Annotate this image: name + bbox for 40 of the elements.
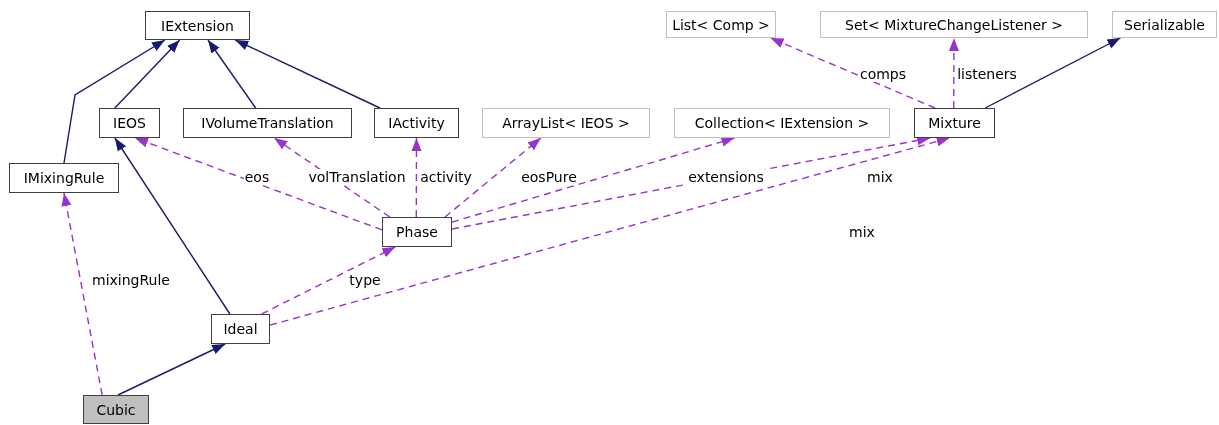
class-box: Mixture [914,108,995,138]
edge-label: eosPure [520,169,578,185]
arrow [234,39,381,109]
dashed-arrow [948,37,959,109]
arrow [114,137,231,315]
arrow [984,37,1122,109]
edge-label: type [348,272,382,288]
dashed-arrow [134,137,383,231]
edge-label: activity [419,169,473,185]
edge-label: mixingRule [91,272,171,288]
dashed-arrow [411,137,422,218]
class-box: IExtension [145,11,250,40]
highlighted-class-box: Cubic [83,395,149,424]
dashed-arrow [261,246,396,315]
dashed-arrow [444,137,542,218]
arrow [114,39,181,109]
dashed-arrow [451,136,736,223]
class-box: List< Comp > [666,11,776,38]
class-box: Ideal [211,314,270,344]
arrow [63,39,166,164]
edge-label: volTranslation [307,169,407,185]
class-box: IActivity [374,108,459,138]
arrow [207,39,257,109]
class-box: Phase [382,217,452,247]
edge-label: mix [848,224,876,240]
dashed-arrow [273,137,391,218]
edge-label: extensions [687,169,765,185]
dashed-arrow [61,192,103,396]
class-box: Collection< IExtension > [674,108,890,138]
edge-label: listeners [956,66,1018,82]
dashed-arrow [769,37,936,109]
class-box: Set< MixtureChangeListener > [820,11,1088,38]
class-box: Serializable [1112,11,1217,38]
dashed-arrow [269,136,951,326]
class-box: IEOS [99,108,160,138]
class-box: ArrayList< IEOS > [482,108,650,138]
arrow [117,343,226,396]
class-box: IVolumeTranslation [183,108,352,138]
class-box: IMixingRule [9,163,119,193]
edge-label: mix [866,169,894,185]
